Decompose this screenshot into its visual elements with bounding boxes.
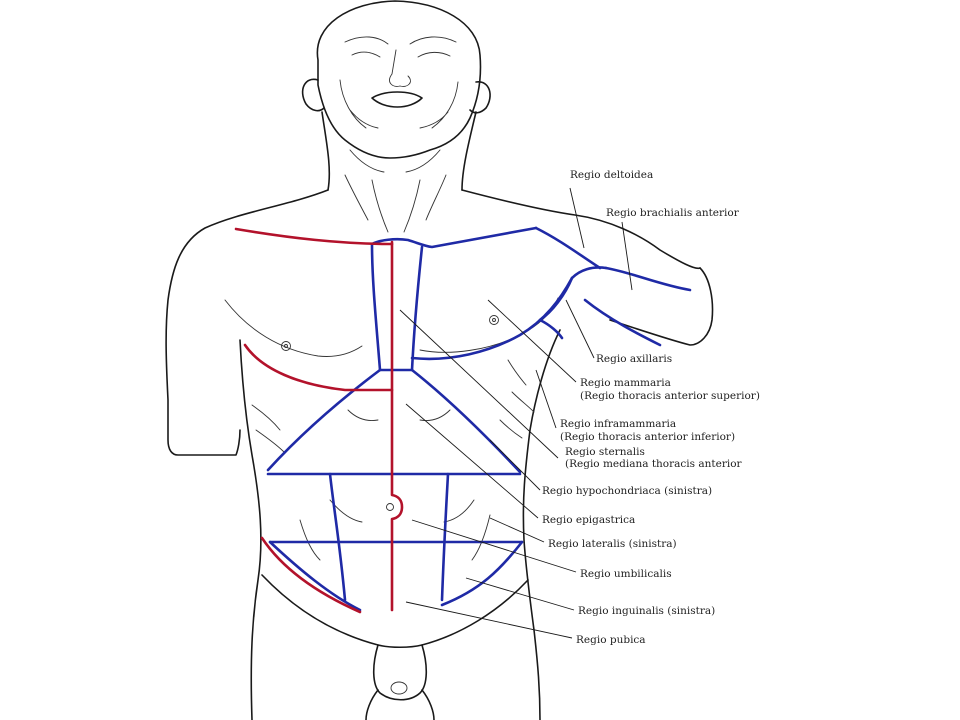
axillary-lower-line — [538, 276, 574, 322]
cheek-lines — [339, 79, 459, 129]
right-arm-stump-outline — [609, 267, 714, 346]
label-hypochondriaca: Regio hypochondriaca (sinistra) — [542, 485, 712, 497]
right-trunk-outline — [522, 329, 561, 720]
eyes-detail — [351, 51, 451, 58]
axillary-upper-line — [604, 266, 692, 292]
genital-detail — [390, 681, 408, 695]
inguinal-left-line — [268, 540, 362, 612]
nipple-right — [489, 315, 499, 325]
left-clavicle-red — [234, 227, 394, 246]
label-mammaria-2: (Regio thoracis anterior superior) — [580, 390, 760, 402]
genital-outline — [372, 644, 428, 701]
label-axillaris: Regio axillaris — [596, 353, 672, 365]
ear-right-outline — [469, 81, 491, 114]
mouth-detail — [371, 91, 423, 108]
umbilicus — [386, 503, 394, 511]
label-inguinalis: Regio inguinalis (sinistra) — [578, 605, 715, 617]
deltoid-anterior-line — [534, 226, 602, 270]
head-outline — [316, 0, 482, 159]
rib-detail — [251, 359, 535, 453]
costal-arch-right — [410, 368, 522, 474]
left-trunk-outline — [239, 339, 262, 720]
right-shoulder-outline — [461, 189, 701, 270]
left-inguinal-red — [260, 536, 362, 614]
nose-detail — [389, 49, 411, 87]
label-mammaria-1: Regio mammaria — [580, 377, 671, 389]
thigh-lines — [365, 689, 435, 720]
axillary-fold-line — [538, 318, 564, 340]
abdominal-detail — [299, 409, 491, 561]
mammaria-lower-line — [410, 276, 574, 361]
brachial-lower-line — [583, 298, 662, 347]
region-labels: Regio deltoidea Regio brachialis anterio… — [542, 169, 760, 646]
right-lateral-vertical — [440, 472, 450, 602]
left-mammary-red — [243, 343, 394, 392]
leader-inframammaria — [535, 369, 557, 429]
leader-epigastrica — [405, 403, 539, 519]
label-umbilicalis: Regio umbilicalis — [580, 568, 672, 580]
body-drawing — [165, 0, 714, 720]
leader-lines — [399, 187, 633, 639]
ear-left-outline — [301, 78, 325, 112]
leader-lateralis — [489, 517, 545, 543]
nipple-left — [281, 341, 291, 351]
leader-inguinalis — [465, 577, 575, 611]
inguinal-right-line — [440, 540, 524, 607]
nipple-left-inner — [284, 344, 288, 348]
deltoid-lower-line — [570, 266, 608, 280]
midline — [390, 240, 404, 612]
label-pubica: Regio pubica — [576, 634, 646, 646]
leader-pubica — [405, 601, 573, 639]
clavicle-line — [370, 226, 538, 249]
label-sternalis-2: (Regio mediana thoracis anterior — [565, 458, 743, 470]
sternal-right-line — [410, 245, 424, 372]
label-epigastrica: Regio epigastrica — [542, 514, 635, 526]
groin-outline — [261, 574, 529, 649]
pectoral-right-detail — [419, 297, 559, 353]
leader-brachialis — [621, 221, 633, 291]
leader-sternalis — [399, 309, 559, 459]
reference-lines — [234, 227, 404, 614]
label-sternalis-1: Regio sternalis — [565, 446, 645, 458]
leader-umbilicalis — [411, 519, 577, 573]
leader-axillaris — [565, 299, 595, 359]
leader-mammaria — [487, 299, 577, 383]
brow-detail — [344, 36, 457, 45]
pectoral-left-detail — [224, 299, 363, 357]
left-lateral-vertical — [328, 472, 347, 602]
leader-hypochondriaca — [489, 439, 541, 491]
neck-detail — [344, 149, 447, 233]
sternal-left-line — [370, 242, 382, 372]
costal-arch-left — [266, 368, 382, 472]
left-shoulder-arm-outline — [165, 189, 329, 456]
label-inframammaria-1: Regio inframammaria — [560, 418, 676, 430]
label-brachialis: Regio brachialis anterior — [606, 207, 740, 219]
nipple-right-inner — [492, 318, 496, 322]
label-deltoidea: Regio deltoidea — [570, 169, 653, 181]
label-lateralis: Regio lateralis (sinistra) — [548, 538, 677, 550]
label-inframammaria-2: (Regio thoracis anterior inferior) — [560, 431, 735, 443]
neck-outline — [321, 111, 477, 191]
leader-deltoidea — [569, 187, 585, 249]
